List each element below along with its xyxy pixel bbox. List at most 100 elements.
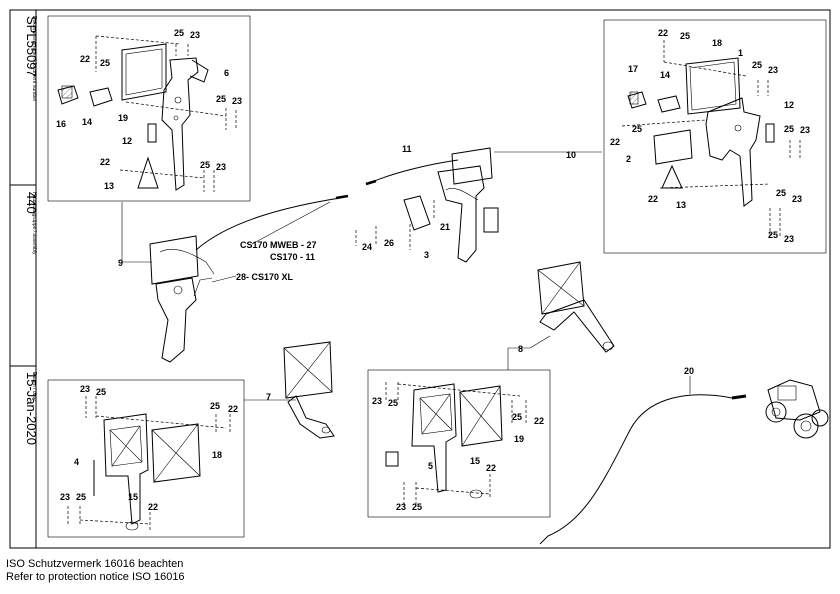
callout: 22 [80,54,90,64]
callout: 21 [440,222,450,232]
callout: 23 [60,492,70,502]
warning-triangle [661,164,683,189]
connector [335,194,349,200]
callout: 12 [122,136,132,146]
detail-box-bottom-left: 23 25 25 22 4 18 23 25 15 22 [47,379,245,538]
callout: 23 [784,234,794,244]
callout: 23 [190,30,200,40]
callout: 19 [118,113,128,123]
callout: 6 [224,68,229,78]
callout: 25 [784,124,794,134]
callout: 15 [470,456,480,466]
cable-20 [547,394,733,537]
callout: 18 [212,450,222,460]
mounting-bracket [411,383,457,493]
protection-notice-en: Refer to protection notice ISO 16016 [6,571,185,583]
callout: 23 [800,125,810,135]
callout: 22 [486,463,496,473]
document-number: SPL55097 [24,16,39,77]
callout: 25 [96,387,106,397]
protection-notice-de: ISO Schutzvermerk 16016 beachten [6,558,184,570]
callout: 22 [610,137,620,147]
callout: 19 [514,434,524,444]
tail-lamp-14 [657,95,681,113]
callout: 22 [648,194,658,204]
callout: 13 [104,181,114,191]
callout: 14 [82,117,92,127]
callout: 1 [738,48,743,58]
callout: 4 [74,457,79,467]
callout: 25 [100,58,110,68]
callout: 16 [56,119,66,129]
callout: 10 [566,150,576,160]
document-number-label: Dokumentnummer / document number [31,16,37,102]
callout: 11 [402,144,412,154]
callout: 22 [534,416,544,426]
model-label-mweb: CS170 MWEB - 27 [240,240,317,250]
callout: 12 [784,100,794,110]
warning-triangle [137,156,159,189]
assembly-label: Hauptbaugruppe / assembly [31,192,37,255]
bracket-8 [537,261,615,353]
license-plate [685,57,741,115]
callout: 25 [216,94,226,104]
reflector-disc [125,521,139,531]
callout: 9 [118,258,123,268]
callout: 2 [626,154,631,164]
detail-box-top-left: 25 23 22 25 6 25 23 16 14 19 12 22 25 23… [47,15,251,202]
wiring-harness-11 [371,159,459,183]
callout: 23 [372,396,382,406]
callout: 13 [676,200,686,210]
callout: 20 [684,366,694,376]
callout: 5 [428,461,433,471]
wiring-harness-27 [195,197,341,251]
callout: 23 [216,162,226,172]
main-assembly-center [403,147,499,263]
model-label-xl: 28- CS170 XL [236,272,294,282]
callout: 23 [768,65,778,75]
model-label-cs170: CS170 - 11 [270,252,315,262]
detail-box-bottom-center: 23 25 25 22 19 5 15 22 23 25 [367,369,551,518]
assembly-number: 440 [24,192,39,214]
license-plate [121,43,167,101]
callout: 23 [792,194,802,204]
callout: 23 [80,384,90,394]
callout: 25 [200,160,210,170]
callout: 26 [384,238,394,248]
callout: 25 [512,412,522,422]
reflector-plate [653,129,693,165]
tractor-icon [765,379,829,439]
tail-lamp-14 [89,87,113,107]
drawing-frame [9,9,831,549]
mounting-bracket [705,97,761,207]
callout: 22 [100,157,110,167]
callout: 15 [128,492,138,502]
callout: 17 [628,64,638,74]
callout: 25 [680,31,690,41]
callout: 25 [388,398,398,408]
bracket-7 [283,341,335,439]
main-assembly-left [149,235,215,363]
callout: 25 [752,60,762,70]
callout: 25 [76,492,86,502]
mounting-bracket [161,57,199,191]
callout: 25 [412,502,422,512]
callout: 22 [228,404,238,414]
callout: 22 [148,502,158,512]
callout: 25 [768,230,778,240]
callout: 3 [424,250,429,260]
callout: 18 [712,38,722,48]
callout: 25 [174,28,184,38]
document-date: 15-Jan-2020 [24,372,39,445]
callout: 8 [518,344,523,354]
connector [731,394,747,400]
callout: 22 [658,28,668,38]
date-label: Datum / date [31,372,37,401]
connector [365,179,377,186]
callout: 14 [660,70,670,80]
callout: 23 [396,502,406,512]
callout: 25 [210,401,220,411]
callout: 23 [232,96,242,106]
callout: 7 [266,392,271,402]
